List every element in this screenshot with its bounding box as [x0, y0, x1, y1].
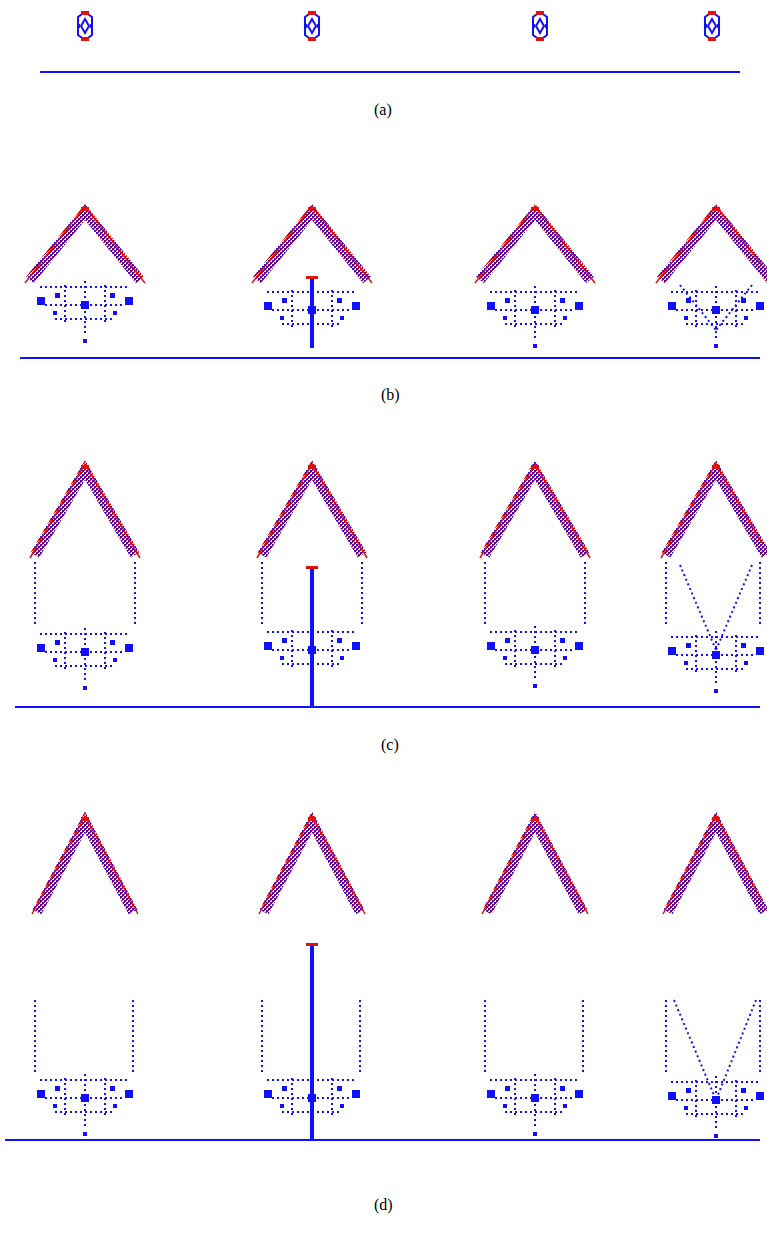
- stage-d: [5, 816, 764, 1140]
- panel-label: (c): [378, 736, 402, 754]
- panel-label: (b): [378, 386, 403, 404]
- seed-row: [40, 11, 740, 72]
- stage-b: [20, 206, 767, 358]
- panel-label: (a): [371, 101, 395, 119]
- stage-c: [15, 464, 766, 707]
- panel-label: (d): [371, 1196, 396, 1214]
